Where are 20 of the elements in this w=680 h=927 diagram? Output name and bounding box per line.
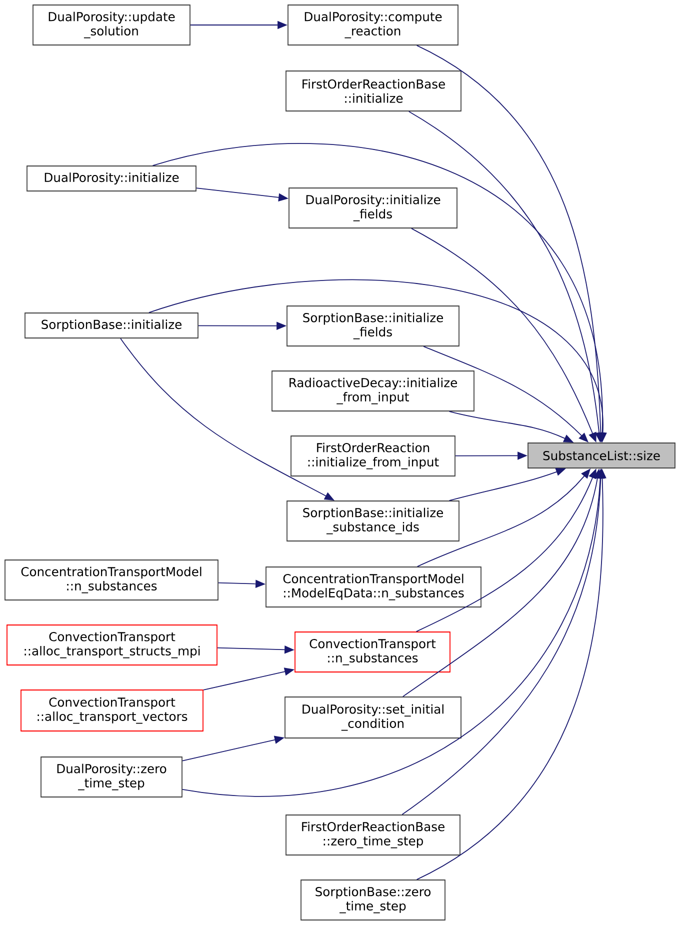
function-box: ConvectionTransport ::n_substances: [294, 632, 450, 672]
function-box: RadioactiveDecay::initialize _from_input: [272, 370, 474, 412]
function-box: ConvectionTransport ::alloc_transport_structs_mpi: [6, 624, 218, 666]
function-box: SorptionBase::initialize _fields: [286, 306, 460, 346]
function-box: ConvectionTransport ::alloc_transport_vectors: [20, 690, 204, 732]
function-box: SubstanceList::size: [528, 442, 676, 468]
function-box: DualPorosity::initialize: [26, 166, 196, 192]
function-box: DualPorosity::initialize _fields: [288, 188, 458, 228]
function-box: FirstOrderReaction ::initialize_from_input: [290, 436, 456, 476]
function-box: DualPorosity::compute _reaction: [288, 4, 458, 46]
function-box: SorptionBase::zero _time_step: [300, 880, 446, 920]
function-box: DualPorosity::update _solution: [32, 4, 190, 46]
function-box: FirstOrderReactionBase ::zero_time_step: [286, 814, 460, 856]
function-box: DualPorosity::zero _time_step: [40, 756, 182, 798]
function-box: ConcentrationTransportModel ::ModelEqData::n_substances: [266, 566, 482, 608]
function-box: SorptionBase::initialize _substance_ids: [286, 500, 460, 542]
function-box: DualPorosity::set_initial _condition: [284, 696, 462, 738]
function-box: FirstOrderReactionBase ::initialize: [286, 70, 462, 112]
function-box: SorptionBase::initialize: [24, 312, 198, 338]
function-box: ConcentrationTransportModel ::n_substances: [4, 560, 218, 600]
